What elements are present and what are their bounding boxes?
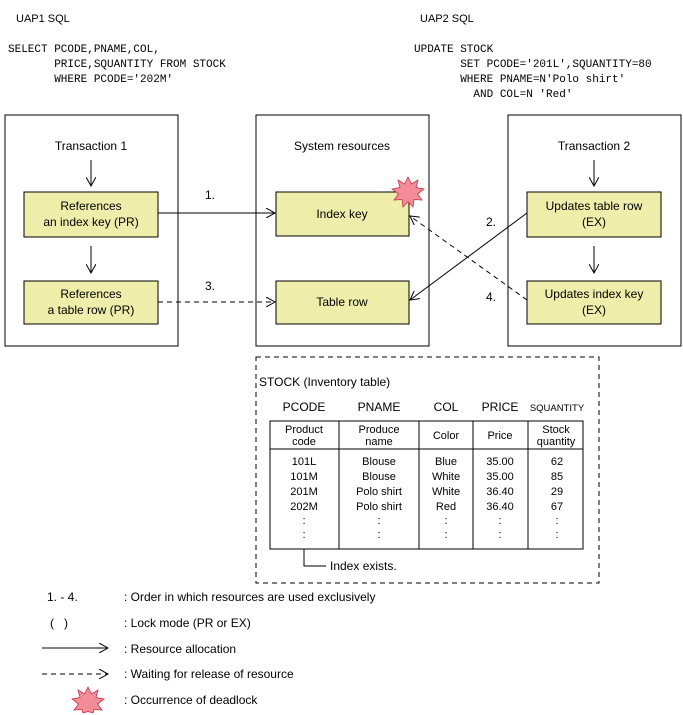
- node-label: a table row (PR): [48, 303, 135, 317]
- node-label: References: [60, 287, 121, 301]
- column-header: COL: [434, 400, 459, 414]
- table-cell: Polo shirt: [356, 486, 402, 498]
- table-row-node: [275, 280, 410, 325]
- step-1-label: 1.: [205, 188, 215, 202]
- subheader: Stock: [542, 424, 570, 436]
- legend-desc-allocation: : Resource allocation: [124, 642, 236, 656]
- uap1-sql-line: SELECT PCODE,PNAME,COL,: [8, 44, 160, 56]
- updates-index-key-node: [526, 280, 662, 325]
- stock-table: [269, 420, 584, 550]
- stock-caption: STOCK (Inventory table): [259, 375, 390, 389]
- table-cell: White: [432, 486, 460, 498]
- table-cell: 36.40: [486, 501, 514, 513]
- subheader: quantity: [537, 436, 576, 448]
- deadlock-burst-icon: [391, 176, 425, 208]
- ellipsis: :: [555, 515, 558, 527]
- subheader: Produce: [359, 424, 400, 436]
- legend-desc-order: : Order in which resources are used excl…: [124, 590, 375, 604]
- ellipsis: :: [302, 529, 305, 541]
- uap1-sql-line: WHERE PCODE='202M': [8, 74, 173, 86]
- subheader: Product: [285, 424, 323, 436]
- legend-desc-deadlock: : Occurrence of deadlock: [124, 693, 258, 707]
- ellipsis: :: [498, 529, 501, 541]
- table-cell: 202M: [290, 501, 318, 513]
- table-cell: 35.00: [486, 456, 514, 468]
- allocation-arrow-2: [410, 212, 528, 300]
- node-label: (EX): [582, 303, 606, 317]
- column-header: SQUANTITY: [530, 403, 585, 414]
- table-cell: 62: [551, 456, 563, 468]
- stock-table-box: [255, 356, 600, 584]
- legend-key-order: 1. - 4.: [47, 590, 78, 604]
- subheader: name: [365, 436, 393, 448]
- table-cell: 85: [551, 471, 563, 483]
- uap2-sql-line: SET PCODE='201L',SQUANTITY=80: [414, 59, 652, 71]
- table-cell: Red: [436, 501, 456, 513]
- table-cell: Blouse: [362, 456, 396, 468]
- node-label: (EX): [582, 215, 606, 229]
- legend-desc-lockmode: : Lock mode (PR or EX): [124, 616, 251, 630]
- legend-deadlock-burst-icon: [71, 686, 105, 714]
- ellipsis: :: [444, 515, 447, 527]
- ellipsis: :: [377, 515, 380, 527]
- system-resources-title: System resources: [294, 139, 390, 153]
- step-3-label: 3.: [205, 279, 215, 293]
- table-cell: Polo shirt: [356, 501, 402, 513]
- table-cell: White: [432, 471, 460, 483]
- references-index-key-node: [23, 191, 159, 238]
- node-label: Table row: [316, 295, 368, 309]
- table-cell: 67: [551, 501, 563, 513]
- step-4-label: 4.: [486, 290, 496, 304]
- waiting-arrow-4: [410, 216, 528, 301]
- uap1-title: UAP1 SQL: [16, 13, 70, 25]
- column-header: PRICE: [482, 400, 519, 414]
- subheader: Price: [487, 430, 512, 442]
- node-label: Updates index key: [545, 287, 644, 301]
- uap2-sql-line: AND COL=N 'Red': [414, 89, 572, 101]
- table-cell: 29: [551, 486, 563, 498]
- node-label: References: [60, 199, 121, 213]
- table-cell: 101L: [292, 456, 316, 468]
- uap2-sql-line: UPDATE STOCK: [414, 44, 494, 56]
- column-header: PNAME: [358, 400, 401, 414]
- ellipsis: :: [498, 515, 501, 527]
- uap2-title: UAP2 SQL: [420, 13, 474, 25]
- column-header: PCODE: [283, 400, 326, 414]
- index-key-node: [275, 191, 410, 237]
- ellipsis: :: [444, 529, 447, 541]
- step-2-label: 2.: [486, 215, 496, 229]
- transaction-1-title: Transaction 1: [55, 139, 128, 153]
- ellipsis: :: [377, 529, 380, 541]
- ellipsis: :: [555, 529, 558, 541]
- uap2-sql-line: WHERE PNAME=N'Polo shirt': [414, 74, 625, 86]
- node-label: an index key (PR): [43, 215, 138, 229]
- index-bracket: [303, 549, 326, 567]
- node-label: Index key: [316, 207, 367, 221]
- table-cell: Blue: [435, 456, 457, 468]
- index-note: Index exists.: [330, 559, 397, 573]
- table-cell: 35.00: [486, 471, 514, 483]
- transaction-2-title: Transaction 2: [558, 139, 631, 153]
- table-cell: Blouse: [362, 471, 396, 483]
- subheader: code: [292, 436, 316, 448]
- table-cell: 201M: [290, 486, 318, 498]
- updates-table-row-node: [526, 191, 662, 238]
- table-cell: 101M: [290, 471, 318, 483]
- legend-key-lockmode: ( ): [50, 616, 68, 630]
- legend-desc-waiting: : Waiting for release of resource: [124, 667, 294, 681]
- ellipsis: :: [302, 515, 305, 527]
- node-label: Updates table row: [546, 199, 643, 213]
- uap1-sql-line: PRICE,SQUANTITY FROM STOCK: [8, 59, 226, 71]
- subheader: Color: [433, 430, 460, 442]
- table-cell: 36.40: [486, 486, 514, 498]
